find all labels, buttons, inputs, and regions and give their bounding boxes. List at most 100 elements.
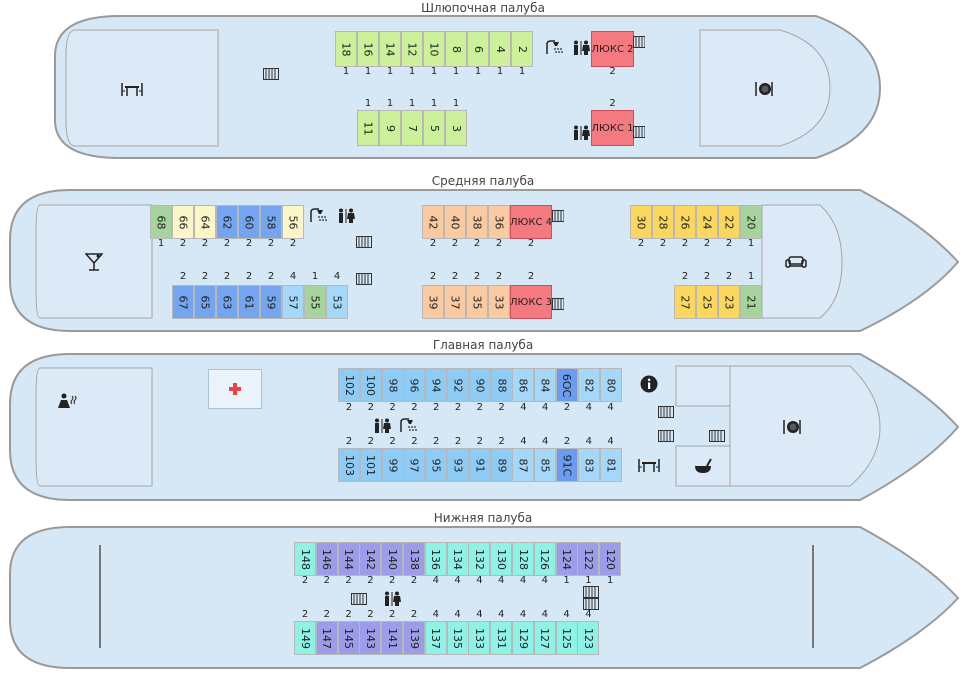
cabin-37[interactable]: 37 [444,285,466,319]
cabin-5[interactable]: 5 [423,110,445,146]
cabin-10[interactable]: 10 [423,31,445,67]
cabin-120[interactable]: 120 [599,542,622,576]
cabin-2[interactable]: 2 [511,31,533,67]
cabin-129[interactable]: 129 [512,621,534,655]
cabin-12[interactable]: 12 [401,31,423,67]
cabin-42[interactable]: 42 [422,205,444,239]
lux-cabin[interactable]: ЛЮКС 3 [510,285,552,319]
cabin-149[interactable]: 149 [294,621,316,655]
cabin-90[interactable]: 90 [468,368,491,402]
cabin-20[interactable]: 20 [740,205,762,239]
cabin-66[interactable]: 66 [172,205,194,239]
cabin-3[interactable]: 3 [445,110,467,146]
cabin-122[interactable]: 122 [577,542,600,576]
cabin-4[interactable]: 4 [489,31,511,67]
cabin-136[interactable]: 136 [424,542,447,576]
cabin-22[interactable]: 22 [718,205,740,239]
cabin-134[interactable]: 134 [446,542,469,576]
cabin-123[interactable]: 123 [577,621,600,655]
cabin-86[interactable]: 86 [512,368,535,402]
lux-cabin[interactable]: ЛЮКС 4 [510,205,552,239]
cabin-137[interactable]: 137 [424,621,447,655]
cabin-80[interactable]: 80 [599,368,622,402]
cabin-139[interactable]: 139 [403,621,425,655]
cabin-33[interactable]: 33 [488,285,510,319]
cabin-148[interactable]: 148 [294,542,316,576]
lux-cabin[interactable]: ЛЮКС 1 [591,110,634,146]
cabin-40[interactable]: 40 [444,205,466,239]
cabin-39[interactable]: 39 [422,285,444,319]
cabin-83[interactable]: 83 [577,448,600,482]
cabin-131[interactable]: 131 [490,621,513,655]
cabin-89[interactable]: 89 [490,448,513,482]
cabin-100[interactable]: 100 [359,368,382,402]
cabin-84[interactable]: 84 [534,368,557,402]
cabin-91С[interactable]: 91С [556,448,578,482]
cabin-125[interactable]: 125 [555,621,578,655]
cabin-145[interactable]: 145 [337,621,360,655]
cabin-58[interactable]: 58 [260,205,282,239]
cabin-38[interactable]: 38 [466,205,488,239]
cabin-143[interactable]: 143 [359,621,382,655]
cabin-18[interactable]: 18 [335,31,357,67]
cabin-124[interactable]: 124 [555,542,578,576]
cabin-94[interactable]: 94 [425,368,448,402]
cabin-53[interactable]: 53 [326,285,348,319]
cabin-9[interactable]: 9 [379,110,401,146]
cabin-92[interactable]: 92 [447,368,469,402]
cabin-6ОС[interactable]: 6ОС [556,368,578,402]
cabin-27[interactable]: 27 [674,285,696,319]
cabin-61[interactable]: 61 [238,285,260,319]
lux-cabin[interactable]: ЛЮКС 2 [591,31,634,67]
cabin-55[interactable]: 55 [304,285,326,319]
cabin-6[interactable]: 6 [467,31,489,67]
cabin-65[interactable]: 65 [194,285,216,319]
cabin-81[interactable]: 81 [599,448,622,482]
cabin-56[interactable]: 56 [282,205,304,239]
cabin-23[interactable]: 23 [718,285,740,319]
cabin-57[interactable]: 57 [282,285,304,319]
cabin-96[interactable]: 96 [403,368,426,402]
cabin-28[interactable]: 28 [652,205,674,239]
cabin-135[interactable]: 135 [446,621,469,655]
cabin-127[interactable]: 127 [533,621,556,655]
cabin-91[interactable]: 91 [468,448,491,482]
cabin-102[interactable]: 102 [338,368,360,402]
cabin-16[interactable]: 16 [357,31,379,67]
cabin-67[interactable]: 67 [172,285,194,319]
cabin-147[interactable]: 147 [315,621,338,655]
cabin-63[interactable]: 63 [216,285,238,319]
cabin-144[interactable]: 144 [337,542,360,576]
cabin-68[interactable]: 68 [150,205,172,239]
cabin-97[interactable]: 97 [403,448,426,482]
cabin-60[interactable]: 60 [238,205,260,239]
cabin-59[interactable]: 59 [260,285,282,319]
cabin-126[interactable]: 126 [533,542,556,576]
cabin-141[interactable]: 141 [381,621,404,655]
cabin-7[interactable]: 7 [401,110,423,146]
cabin-103[interactable]: 103 [338,448,360,482]
cabin-130[interactable]: 130 [490,542,513,576]
cabin-88[interactable]: 88 [490,368,513,402]
cabin-11[interactable]: 11 [357,110,379,146]
cabin-8[interactable]: 8 [445,31,467,67]
cabin-132[interactable]: 132 [468,542,491,576]
cabin-85[interactable]: 85 [534,448,557,482]
cabin-14[interactable]: 14 [379,31,401,67]
cabin-25[interactable]: 25 [696,285,718,319]
cabin-146[interactable]: 146 [315,542,338,576]
cabin-93[interactable]: 93 [447,448,469,482]
cabin-24[interactable]: 24 [696,205,718,239]
cabin-35[interactable]: 35 [466,285,488,319]
cabin-142[interactable]: 142 [359,542,382,576]
cabin-98[interactable]: 98 [381,368,404,402]
cabin-101[interactable]: 101 [359,448,382,482]
cabin-62[interactable]: 62 [216,205,238,239]
cabin-95[interactable]: 95 [425,448,448,482]
cabin-128[interactable]: 128 [512,542,534,576]
cabin-99[interactable]: 99 [381,448,404,482]
cabin-26[interactable]: 26 [674,205,696,239]
cabin-82[interactable]: 82 [577,368,600,402]
cabin-36[interactable]: 36 [488,205,510,239]
cabin-21[interactable]: 21 [740,285,762,319]
